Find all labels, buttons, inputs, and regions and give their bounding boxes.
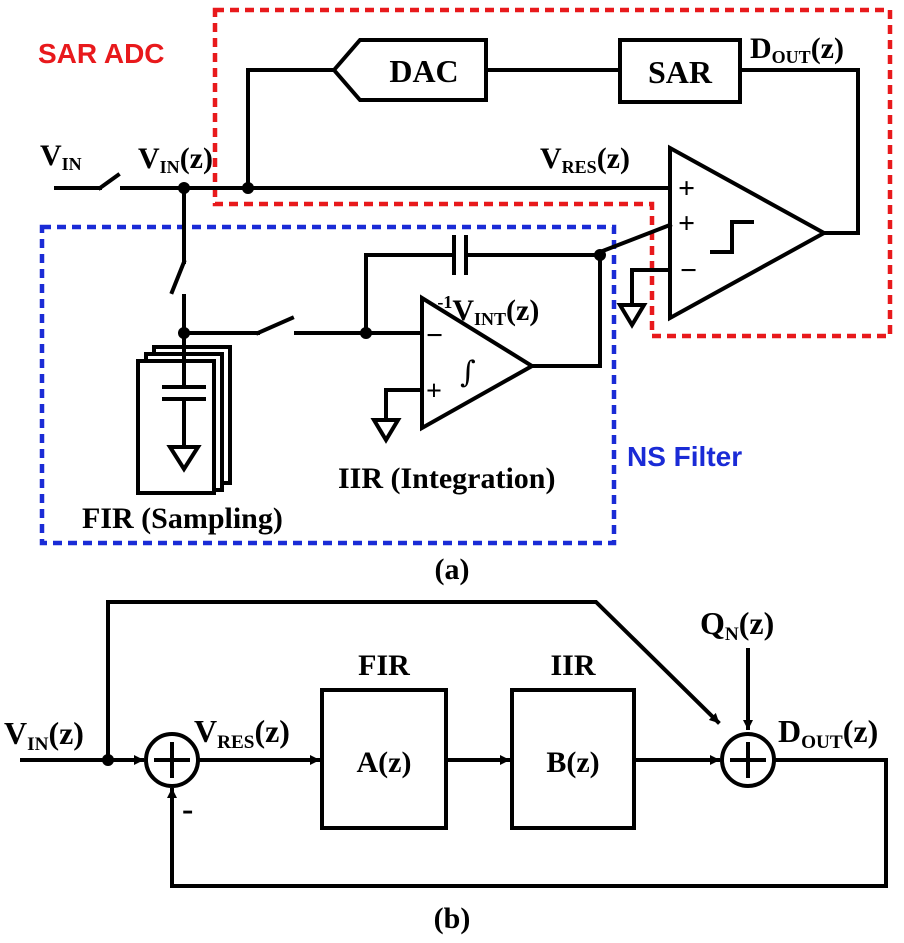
integrator-feedback-left bbox=[364, 253, 456, 335]
qn-z-label: QN(z) bbox=[700, 605, 774, 645]
ns-filter-label: NS Filter bbox=[627, 441, 742, 472]
dout-z-label-b: DOUT(z) bbox=[778, 713, 878, 753]
integrator-ground-wire bbox=[384, 388, 424, 422]
comparator-plus-2: + bbox=[678, 207, 695, 240]
iir-integration-label: IIR (Integration) bbox=[338, 462, 556, 495]
vres-z-label-b: VRES(z) bbox=[194, 713, 290, 753]
cap-bank-front bbox=[136, 359, 216, 495]
sar-label: SAR bbox=[648, 54, 713, 90]
caption-a: (a) bbox=[435, 553, 470, 586]
caption-b: (b) bbox=[434, 902, 471, 935]
integrator-feedback-right bbox=[464, 253, 602, 368]
transfer-switch bbox=[255, 315, 295, 336]
vin-label: VIN bbox=[40, 139, 82, 174]
dac-output-wire bbox=[246, 68, 336, 190]
integrator-plus: + bbox=[426, 376, 442, 407]
feedback-minus-sign: - bbox=[182, 791, 193, 828]
fir-sampling-label: FIR (Sampling) bbox=[82, 502, 283, 535]
sampling-switch bbox=[169, 259, 187, 295]
vres-z-label: VRES(z) bbox=[540, 142, 630, 177]
vin-z-label-b: VIN(z) bbox=[4, 715, 84, 755]
dac-label: DAC bbox=[389, 53, 458, 89]
iir-title: IIR bbox=[550, 649, 595, 682]
comparator-ground-icon bbox=[616, 303, 648, 329]
integrator-ground-icon bbox=[370, 418, 402, 444]
sar-adc-region bbox=[212, 7, 893, 339]
vin-z-label: VIN(z) bbox=[138, 142, 213, 177]
vin-switch bbox=[97, 172, 121, 191]
comparator bbox=[668, 144, 829, 322]
fir-transfer-label: A(z) bbox=[357, 746, 412, 779]
cap-ground-icon bbox=[166, 445, 202, 473]
dout-label-a: DOUT(z) bbox=[750, 32, 844, 67]
panel-b: VIN(z) VRES(z) FIR A(z) IIR B(z) QN(z) D… bbox=[4, 600, 888, 935]
output-feedback-path bbox=[167, 758, 888, 888]
comparator-ground-wire bbox=[630, 268, 672, 307]
feedforward-path bbox=[106, 600, 721, 762]
ns-filter-region bbox=[39, 224, 617, 546]
iir-block bbox=[510, 688, 636, 830]
comparator-minus: − bbox=[680, 254, 697, 287]
iir-transfer-label: B(z) bbox=[546, 746, 599, 779]
node-vint bbox=[594, 249, 606, 261]
fir-title: FIR bbox=[358, 649, 410, 682]
comparator-plus-1: + bbox=[678, 172, 695, 205]
panel-a: SAR ADC NS Filter VIN VIN(z) VRES(z) DAC… bbox=[38, 7, 893, 586]
comparator-step-icon bbox=[710, 220, 754, 254]
integrator-opamp bbox=[420, 294, 536, 432]
comparator-to-sar-wire bbox=[738, 68, 860, 235]
integrator-minus: − bbox=[426, 319, 443, 352]
vint-to-comparator-wire bbox=[597, 222, 673, 255]
sar-adc-label: SAR ADC bbox=[38, 38, 165, 69]
integral-icon: ∫ bbox=[460, 355, 476, 390]
